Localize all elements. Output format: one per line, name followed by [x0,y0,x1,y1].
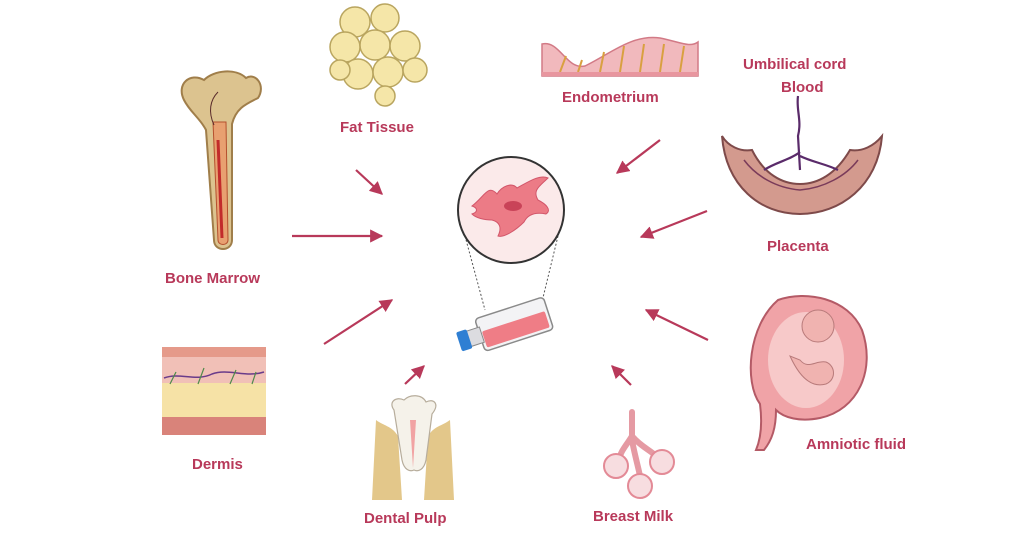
label-bone-marrow: Bone Marrow [165,270,261,287]
arrow-fat-tissue [355,169,383,195]
label-dermis: Dermis [192,456,243,473]
placenta-icon [721,95,884,216]
arrow-endometrium [615,139,661,174]
arrow-dermis [323,299,394,345]
culture-flask-icon [456,297,554,352]
arrow-breast-milk [611,365,632,386]
endometrium-icon [541,36,699,77]
arrow-amniotic-fluid [644,309,709,341]
arrow-dental-pulp [404,365,425,385]
label-fat-tissue: Fat Tissue [340,119,414,136]
stem-cell-icon [457,156,565,311]
bone-marrow-icon [180,70,262,250]
label-breast-milk: Breast Milk [593,508,674,525]
dermis-icon [162,347,266,435]
fat-tissue-icon [329,3,428,107]
breast-milk-icon [603,409,675,499]
fetus-icon [749,294,868,451]
label-umbilical-blood: Blood [781,79,824,96]
arrows [292,139,709,386]
label-umbilical-cord: Umbilical cord [743,56,847,73]
label-amniotic-fluid: Amniotic fluid [806,436,906,453]
label-endometrium: Endometrium [562,89,659,106]
arrow-placenta [639,209,708,239]
tooth-icon [372,395,454,500]
label-dental-pulp: Dental Pulp [364,510,447,527]
label-placenta: Placenta [767,238,829,255]
